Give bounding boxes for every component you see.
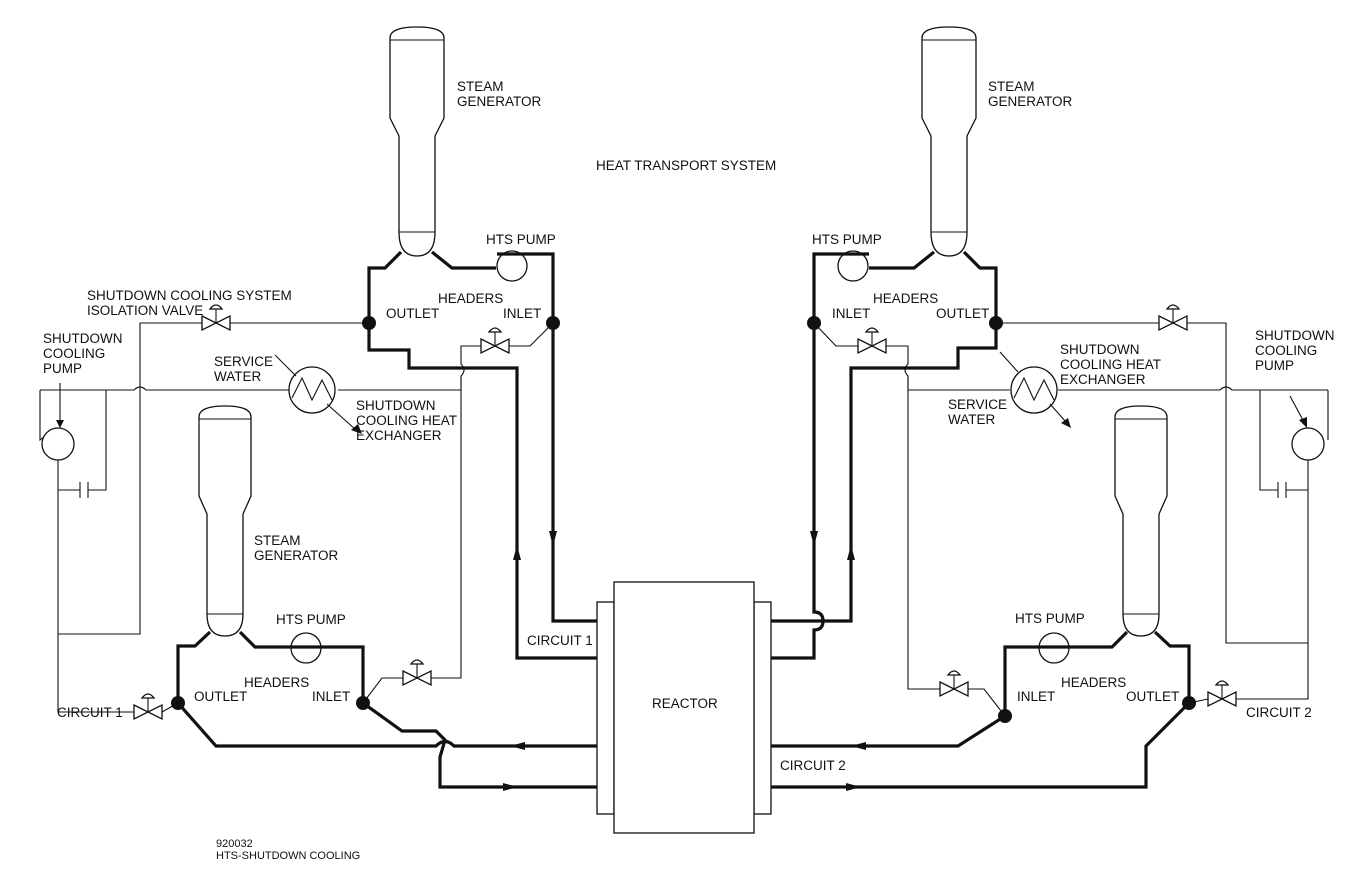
hts-pumps: [290, 250, 1070, 664]
hts-pump-top-right: [837, 250, 869, 282]
heat-exchanger-right: [1010, 366, 1058, 414]
circuit-2-label: CIRCUIT 2: [1246, 705, 1312, 720]
steam-generator-top-right: [921, 26, 977, 257]
steam-generator-label: STEAM: [457, 79, 504, 94]
steam-generator-label: GENERATOR: [988, 94, 1073, 109]
hts-pump-bottom-right: [1038, 632, 1070, 664]
valves: [133, 304, 1237, 721]
sdc-hx-label: SHUTDOWN: [1060, 342, 1140, 357]
hts-pump-label: HTS PUMP: [1015, 611, 1085, 626]
hts-pump-bottom-left: [290, 632, 322, 664]
inlet-label: INLET: [312, 689, 350, 704]
hts-bypass-valve-bottom-left: [402, 659, 432, 687]
sdc-pump-label: COOLING: [43, 346, 105, 361]
sdc-hx-label: SHUTDOWN: [356, 398, 436, 413]
hts-pump-label: HTS PUMP: [812, 232, 882, 247]
hts-pump-top-left: [496, 250, 528, 282]
hts-pump-label: HTS PUMP: [276, 612, 346, 627]
sdc-isolation-valve-label: SHUTDOWN COOLING SYSTEM: [87, 288, 292, 303]
leader-lines: [56, 351, 1307, 434]
sdc-hx-label: COOLING HEAT: [1060, 357, 1161, 372]
steam-generator-label: GENERATOR: [457, 94, 542, 109]
flow-arrows: [503, 531, 866, 791]
sdc-pump-label: COOLING: [1255, 343, 1317, 358]
reactor-label: REACTOR: [652, 696, 718, 711]
service-water-label: SERVICE: [214, 354, 273, 369]
hts-bypass-valve-top-left: [480, 327, 510, 355]
outlet-label: OUTLET: [1126, 689, 1179, 704]
outlet-label: OUTLET: [386, 306, 439, 321]
hts-bypass-valve-bottom-right: [939, 670, 969, 698]
sdc-isolation-valve-top-left: [201, 304, 231, 332]
service-water-label: WATER: [214, 369, 261, 384]
figure-caption: HTS-SHUTDOWN COOLING: [216, 850, 360, 862]
sdc-pump-label: PUMP: [1255, 358, 1294, 373]
sdc-hx-label: EXCHANGER: [356, 428, 442, 443]
sdc-isolation-valve-top-right: [1158, 304, 1188, 332]
circuit-1-reactor-label: CIRCUIT 1: [527, 633, 593, 648]
headers-label: HEADERS: [244, 675, 309, 690]
shutdown-cooling-piping: [39, 322, 1329, 717]
steam-generator-label: GENERATOR: [254, 548, 339, 563]
service-water-label: WATER: [948, 412, 995, 427]
steam-generator-label: STEAM: [254, 533, 301, 548]
circuit-1-label: CIRCUIT 1: [57, 705, 123, 720]
headers-label: HEADERS: [438, 291, 503, 306]
heat-exchanger-left: [288, 366, 336, 414]
steam-generator-label: STEAM: [988, 79, 1035, 94]
steam-generator-top-left: [389, 26, 445, 257]
headers-label: HEADERS: [1061, 675, 1126, 690]
steam-generator-bottom-right: [1114, 405, 1168, 637]
steam-generator-bottom-left: [198, 405, 252, 637]
sdc-pump-label: SHUTDOWN: [43, 331, 123, 346]
service-water-label: SERVICE: [948, 397, 1007, 412]
inlet-label: INLET: [832, 306, 870, 321]
outlet-label: OUTLET: [194, 689, 247, 704]
shutdown-cooling-pump-right: [1291, 427, 1325, 461]
inlet-label: INLET: [1017, 689, 1055, 704]
sdc-isolation-valve-label: ISOLATION VALVE: [87, 303, 203, 318]
diagram-title: HEAT TRANSPORT SYSTEM: [596, 158, 776, 173]
sdc-pump-label: SHUTDOWN: [1255, 328, 1335, 343]
circuit-2-reactor-label: CIRCUIT 2: [780, 758, 846, 773]
outlet-label: OUTLET: [936, 306, 989, 321]
reactor: REACTOR: [596, 581, 772, 834]
inlet-label: INLET: [503, 306, 541, 321]
sdc-hx-label: EXCHANGER: [1060, 372, 1146, 387]
figure-number: 920032: [216, 838, 253, 850]
sdc-pump-label: PUMP: [43, 361, 82, 376]
sdc-hx-label: COOLING HEAT: [356, 413, 457, 428]
sdc-isolation-valve-bottom-right: [1207, 680, 1237, 708]
hts-pump-label: HTS PUMP: [486, 232, 556, 247]
headers-label: HEADERS: [873, 291, 938, 306]
sdc-isolation-valve-bottom-left: [133, 693, 163, 721]
hts-bypass-valve-top-right: [857, 327, 887, 355]
shutdown-cooling-pump-left: [41, 427, 75, 461]
